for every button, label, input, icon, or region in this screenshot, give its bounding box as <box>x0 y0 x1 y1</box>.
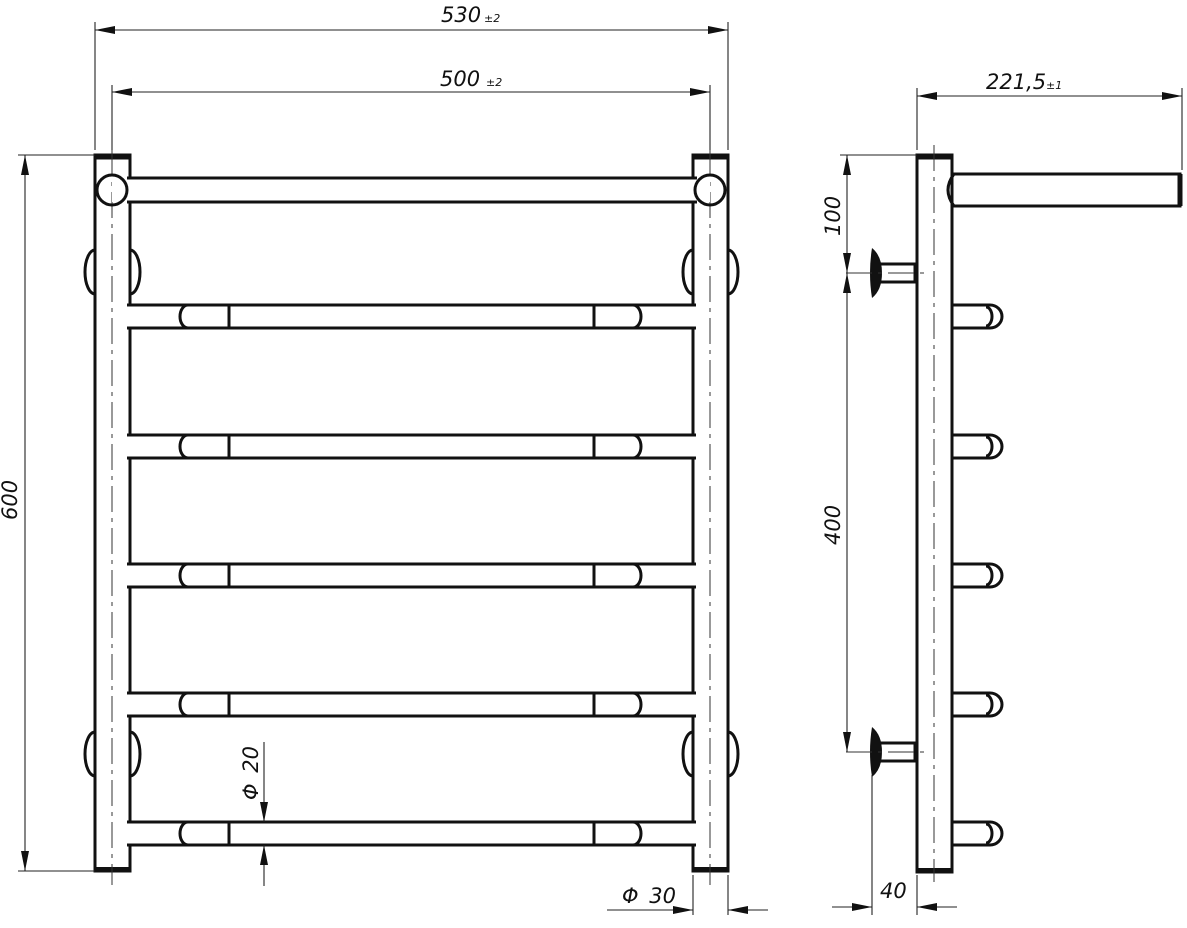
side-rail-stubs <box>953 303 1004 847</box>
dimension-label: 30 <box>649 884 676 908</box>
wall-mount-side-bottom <box>846 727 930 777</box>
top-rail <box>95 173 727 207</box>
rail <box>127 562 696 589</box>
dimension-overall-width: 530 ±2 <box>94 3 729 150</box>
wall-mount-side-top <box>846 248 930 298</box>
left-post <box>93 150 132 885</box>
rail-stub <box>953 433 1004 460</box>
dimension-mount-spacing: 400 <box>821 273 851 752</box>
dimension-top-to-mount: 100 <box>821 154 917 273</box>
front-view: 530 ±2 500 ±2 600 Φ 20 <box>0 3 768 915</box>
dimension-height: 600 <box>0 154 95 872</box>
dimension-post-diameter: Φ 30 <box>607 875 768 915</box>
tolerance-label: ±2 <box>486 76 502 89</box>
dimension-label: 20 <box>239 746 263 773</box>
side-view: 221,5 ±1 100 400 40 <box>821 70 1183 915</box>
diameter-symbol: Φ <box>622 884 639 908</box>
svg-text:Φ 20: Φ 20 <box>239 746 263 800</box>
dimension-label: 530 <box>441 3 481 27</box>
rail <box>127 820 696 847</box>
dimension-depth: 221,5 ±1 <box>916 70 1183 170</box>
rail-stub <box>953 303 1004 330</box>
svg-text:Φ 30: Φ 30 <box>622 884 676 908</box>
rail <box>127 691 696 718</box>
dimension-rail-diameter: Φ 20 <box>239 742 268 886</box>
rail-stub <box>953 691 1004 718</box>
rail <box>127 433 696 460</box>
dimension-label: 221,5 <box>986 70 1046 94</box>
dimension-label: 600 <box>0 480 22 520</box>
tolerance-label: ±2 <box>484 12 500 25</box>
diameter-symbol: Φ <box>239 783 263 800</box>
rail-stub <box>953 820 1004 847</box>
right-post <box>691 150 730 885</box>
dimension-axis-width: 500 ±2 <box>111 67 711 150</box>
side-post <box>915 145 954 882</box>
dimension-label: 40 <box>880 879 907 903</box>
wall-mount-brackets-front <box>83 248 740 778</box>
dimension-label: 400 <box>821 505 845 545</box>
rail-stub <box>953 562 1004 589</box>
rail <box>127 303 696 330</box>
dimension-wall-offset: 40 <box>832 775 957 915</box>
horizontal-rails <box>127 303 696 847</box>
dimension-label: 500 <box>440 67 480 91</box>
side-top-bar <box>946 172 1183 208</box>
dimension-label: 100 <box>821 196 845 236</box>
tolerance-label: ±1 <box>1046 79 1062 92</box>
